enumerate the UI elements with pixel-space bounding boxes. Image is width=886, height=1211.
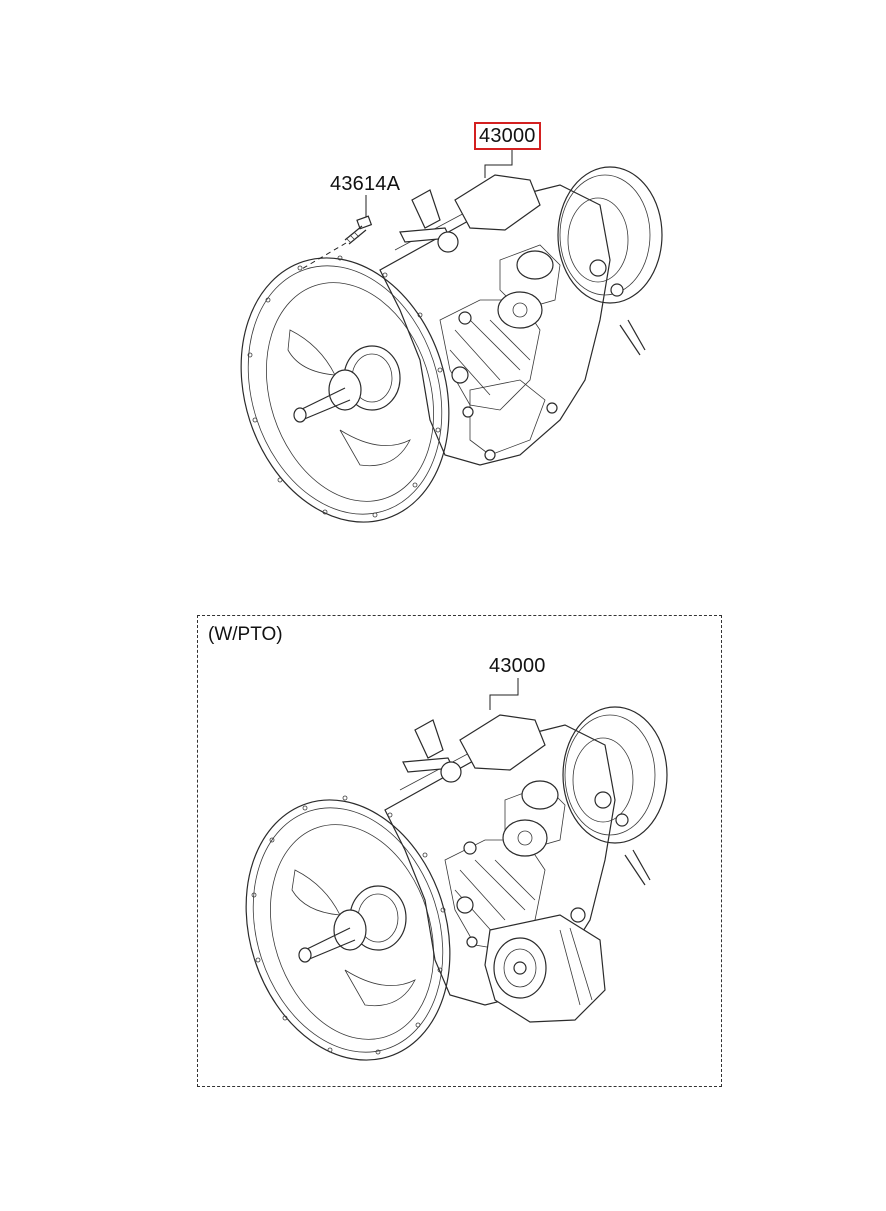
part-number-43614A[interactable]: 43614A	[330, 173, 401, 195]
bolt-part[interactable]	[344, 215, 373, 245]
transmission-assembly-top[interactable]	[208, 166, 663, 549]
transmission-assembly-pto[interactable]	[214, 706, 668, 1087]
part-number-43000-top[interactable]: 43000	[474, 122, 541, 150]
pto-variant-frame	[197, 615, 722, 1087]
part-number-43000-bottom[interactable]: 43000	[489, 655, 546, 677]
leader-line-43000-top	[484, 150, 513, 178]
leader-line-43000-bottom	[489, 678, 519, 710]
pto-variant-label: (W/PTO)	[208, 624, 283, 645]
